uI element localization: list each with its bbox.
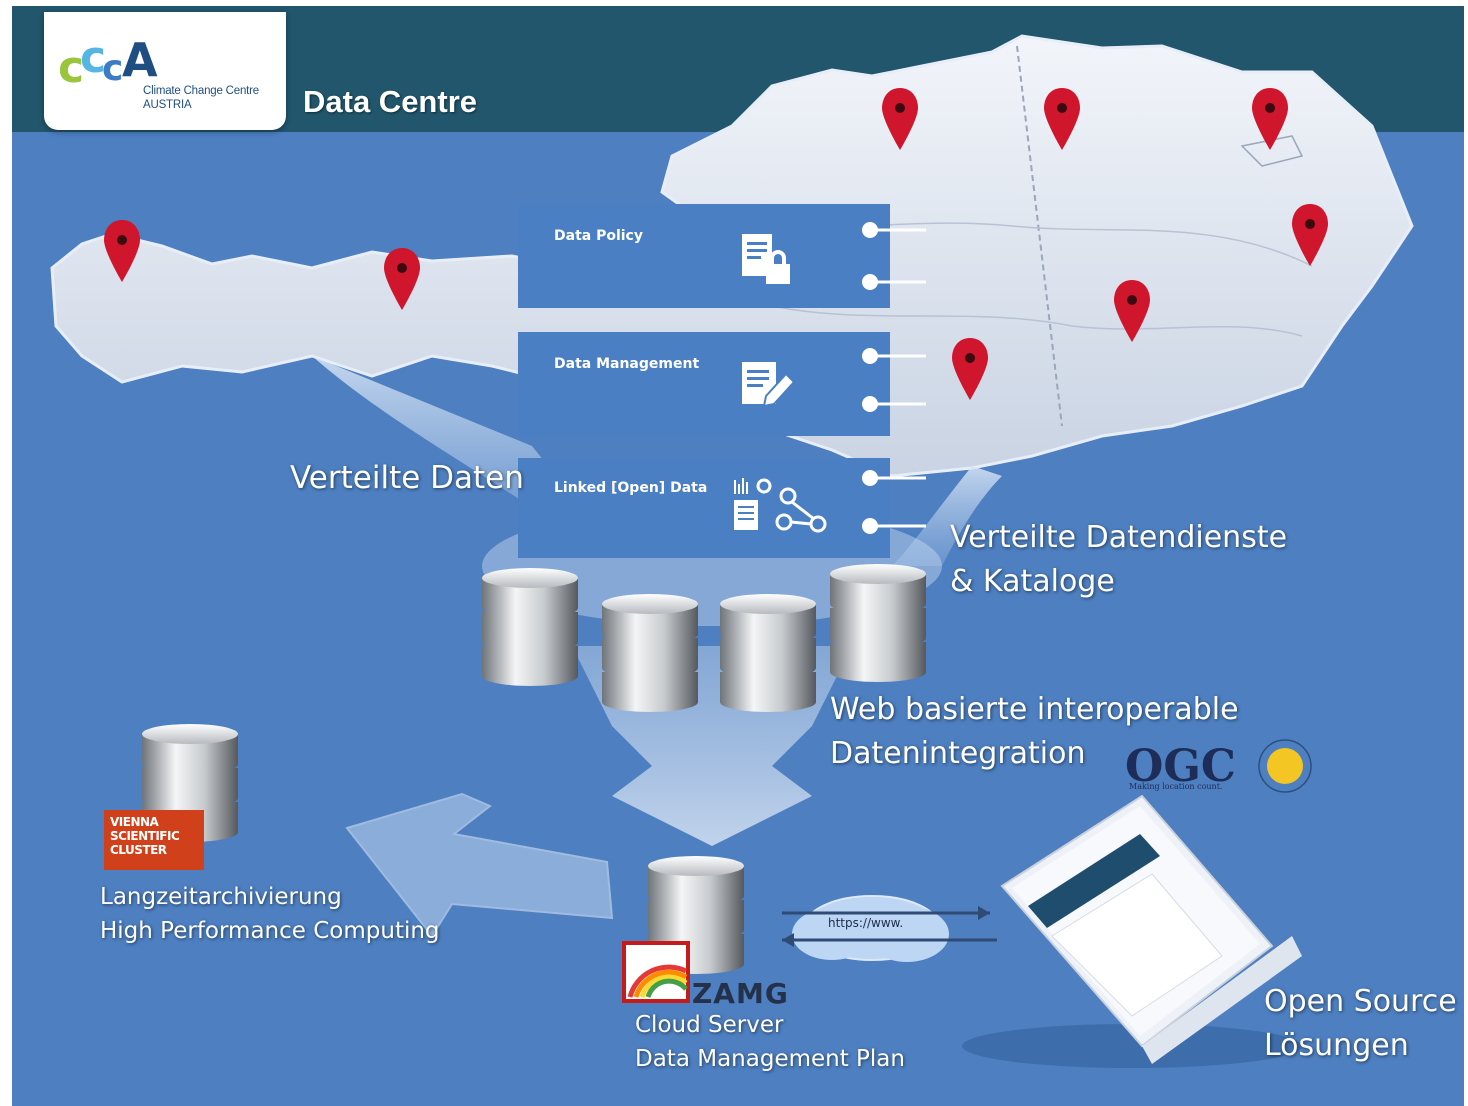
database-icon — [602, 594, 698, 712]
caption-archive-2: High Performance Computing — [100, 918, 440, 944]
logo-line-2: AUSTRIA — [143, 99, 192, 111]
glass-arrow — [345, 792, 614, 938]
svg-text:c: c — [80, 32, 106, 83]
document-lock-icon — [742, 234, 790, 284]
panel-data-management: Data Management — [518, 332, 890, 436]
svg-text:A: A — [122, 33, 158, 87]
location-pin-icon — [104, 220, 140, 282]
caption-services-1: Verteilte Datendienste — [950, 520, 1288, 555]
page-title: Data Centre — [303, 84, 477, 119]
location-pin-icon — [384, 248, 420, 310]
panel-linked-open-data: Linked [Open] Data — [518, 458, 890, 558]
laptop-illustration — [962, 794, 1302, 1068]
caption-verteilte-daten: Verteilte Daten — [290, 460, 524, 496]
location-pin-icon — [1292, 204, 1328, 266]
caption-open-source-2: Lösungen — [1264, 1028, 1409, 1063]
location-pin-icon — [952, 338, 988, 400]
caption-services-2: & Kataloge — [950, 564, 1115, 599]
panel-label: Data Policy — [554, 228, 643, 244]
caption-archive-1: Langzeitarchivierung — [100, 884, 342, 910]
caption-integration-1: Web basierte interoperable — [830, 692, 1239, 727]
ogc-logo: OGC — [1125, 741, 1236, 792]
ccca-logo-mark: c c c A — [58, 32, 158, 93]
database-icon — [830, 564, 926, 682]
location-pin-icon — [882, 88, 918, 150]
panel-label: Linked [Open] Data — [554, 480, 708, 496]
svg-text:c: c — [102, 48, 123, 89]
location-pin-icon — [1252, 88, 1288, 150]
panel-label: Data Management — [554, 356, 700, 372]
vsc-line-2: SCIENTIFIC — [110, 829, 180, 843]
panel-data-policy: Data Policy — [518, 204, 890, 308]
caption-open-source-1: Open Source — [1264, 984, 1457, 1019]
vsc-line-1: VIENNA — [110, 815, 159, 829]
caption-cloud-1: Cloud Server — [635, 1012, 784, 1038]
document-edit-icon — [742, 362, 796, 408]
linked-data-icon — [734, 478, 827, 533]
zamg-logo-mark — [622, 941, 690, 1003]
location-pin-icon — [1044, 88, 1080, 150]
panel-connectors — [862, 222, 926, 534]
logo-line-1: Climate Change Centre — [143, 85, 259, 97]
url-label: https://www. — [828, 916, 904, 930]
funnel-right — [892, 466, 1002, 566]
caption-cloud-2: Data Management Plan — [635, 1046, 905, 1072]
zamg-logo-text: ZAMG — [692, 977, 789, 1010]
location-pin-icon — [1114, 280, 1150, 342]
svg-text:c: c — [58, 42, 84, 93]
ccca-logo: c c c A Climate Change Centre AUSTRIA — [44, 12, 286, 130]
ogc-tagline: Making location count. — [1129, 782, 1223, 791]
caption-integration-2: Datenintegration — [830, 736, 1086, 771]
vsc-logo: VIENNA SCIENTIFIC CLUSTER — [104, 810, 204, 870]
database-icon — [482, 568, 578, 686]
vsc-line-3: CLUSTER — [110, 843, 167, 857]
database-icon — [720, 594, 816, 712]
diagram-canvas: c c c A Climate Change Centre AUSTRIA Da… — [12, 6, 1464, 1106]
